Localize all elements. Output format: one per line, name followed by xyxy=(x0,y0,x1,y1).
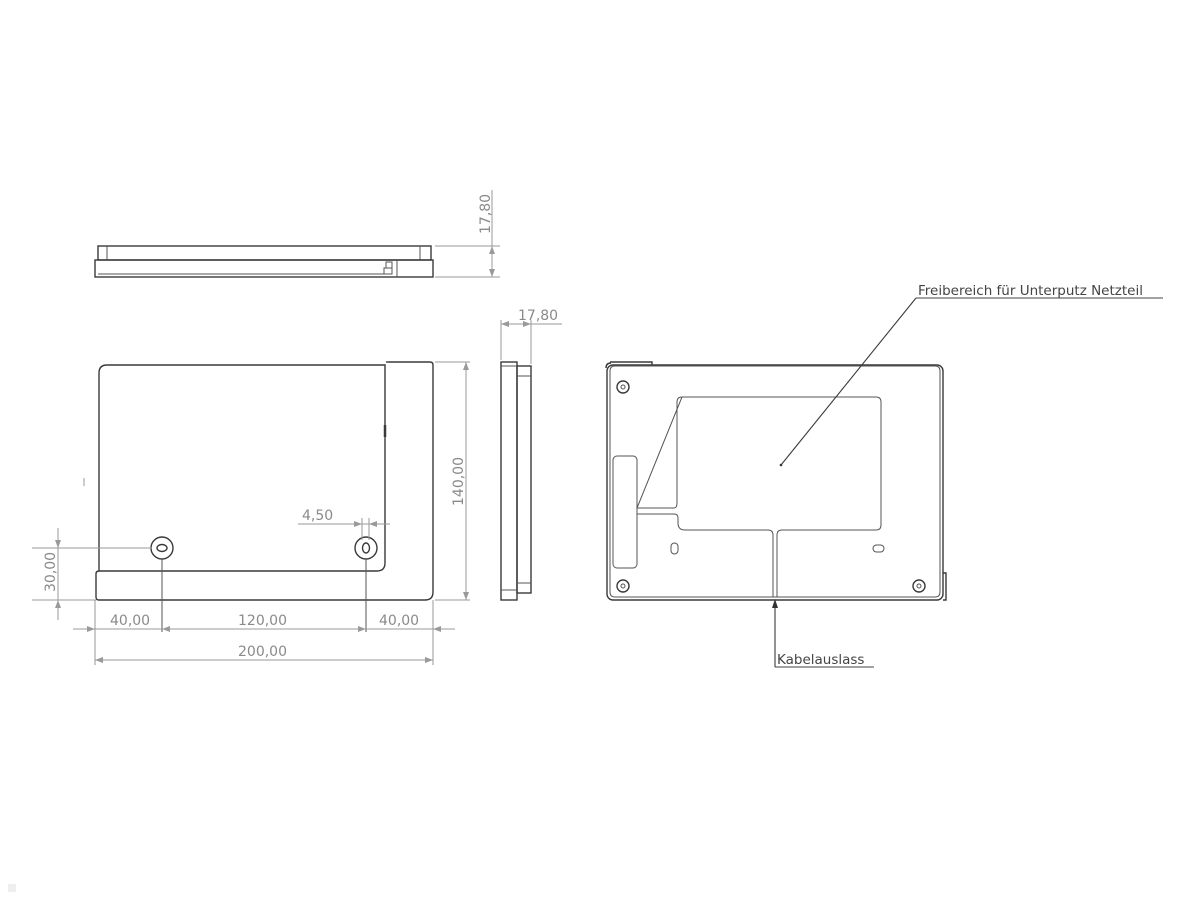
dim-top-height-label: 17,80 xyxy=(478,194,494,234)
annotation-cable-outlet: Kabelauslass xyxy=(772,599,874,668)
dimension-horizontal-chain: 40,00 120,00 40,00 200,00 xyxy=(73,600,455,665)
dimension-top-height: 17,80 xyxy=(435,190,500,278)
annotation-clearance-area: Freibereich für Unterputz Netzteil xyxy=(779,283,1163,467)
front-view xyxy=(95,361,434,632)
dim-right-offset-label: 40,00 xyxy=(379,613,419,629)
cable-outlet-label: Kabelauslass xyxy=(777,652,864,668)
dimension-side-depth: 17,80 xyxy=(500,308,562,364)
dim-side-depth-label: 17,80 xyxy=(518,308,558,324)
corner-mark xyxy=(8,884,16,892)
dim-total-height-label: 140,00 xyxy=(451,457,467,506)
clearance-area-label: Freibereich für Unterputz Netzteil xyxy=(918,283,1143,299)
dim-hole-spacing-label: 120,00 xyxy=(238,613,287,629)
dim-left-offset-label: 40,00 xyxy=(110,613,150,629)
dimension-total-height: 140,00 xyxy=(435,361,470,601)
dimension-offset-small: 4,50 xyxy=(298,508,390,540)
dimension-hole-height: 30,00 xyxy=(32,528,152,620)
dim-hole-height-label: 30,00 xyxy=(43,552,59,592)
top-view xyxy=(94,245,434,278)
dim-offset-small-label: 4,50 xyxy=(302,508,333,524)
back-view xyxy=(605,361,947,601)
side-view xyxy=(500,361,532,601)
dim-total-width-label: 200,00 xyxy=(238,644,287,660)
